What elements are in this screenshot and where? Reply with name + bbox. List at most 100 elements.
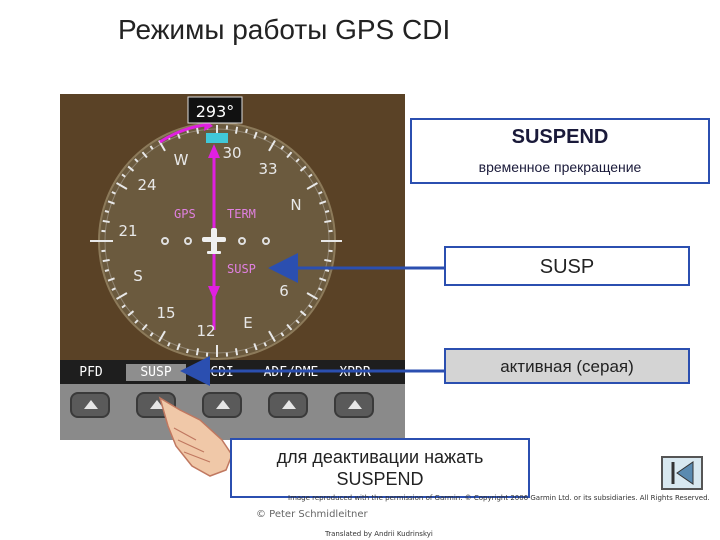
compass-tick <box>195 348 200 356</box>
callout-suspend-title: SUSPEND <box>511 126 609 148</box>
slide-title: Режимы работы GPS CDI <box>118 14 451 45</box>
compass-tick <box>176 343 181 351</box>
compass-tick <box>107 200 115 205</box>
compass-tick <box>306 292 318 300</box>
author-credit: © Peter Schmidleitner <box>256 509 368 520</box>
compass-tick <box>149 332 154 337</box>
compass-tick <box>295 319 300 324</box>
compass-tick <box>102 258 110 263</box>
compass-tick <box>141 151 148 159</box>
compass-tick <box>299 310 307 317</box>
garmin-credit: Image reproduced with the permission of … <box>288 494 710 502</box>
compass-tick <box>234 126 239 134</box>
compass-tick <box>306 182 318 190</box>
callout-suspend-desc: временное прекращение <box>478 159 642 175</box>
compass-tick <box>234 348 239 356</box>
compass-label-n: N <box>290 196 301 214</box>
softkey-pfd[interactable]: PFD <box>79 365 103 380</box>
compass-tick <box>134 158 139 163</box>
triangle-up-icon <box>216 400 230 409</box>
bezel-button-3[interactable] <box>202 392 242 418</box>
bezel-button-1[interactable] <box>70 392 110 418</box>
triangle-up-icon <box>282 400 296 409</box>
compass-tick <box>121 173 126 178</box>
compass-tick <box>158 330 166 342</box>
gps-mode-label: GPS <box>174 207 196 221</box>
term-mode-label: TERM <box>227 207 256 221</box>
callout-deactivate: для деактивации нажать SUSPEND <box>230 438 530 498</box>
compass-tick <box>295 158 300 163</box>
compass-tick <box>324 269 330 272</box>
heading-bug <box>206 133 228 143</box>
compass-tick <box>104 269 110 272</box>
course-arrow-down <box>208 286 220 300</box>
compass-tick <box>149 145 154 150</box>
compass-tick <box>324 219 332 224</box>
callout-suspend: SUSPEND временное прекращение <box>410 118 710 184</box>
compass-tick <box>111 287 116 291</box>
compass-tick <box>186 348 189 354</box>
aircraft-icon <box>202 228 226 254</box>
susp-annunciator: SUSP <box>227 262 256 276</box>
compass-tick <box>263 342 267 347</box>
softkey-susp[interactable]: SUSP <box>126 364 186 381</box>
compass-tick <box>308 173 313 178</box>
compass-tick <box>268 140 276 152</box>
compass-tick <box>280 332 285 337</box>
compass-label-e: E <box>243 314 252 332</box>
compass-tick <box>253 343 258 351</box>
compass-label-15: 15 <box>156 304 175 322</box>
compass-tick <box>268 330 276 342</box>
compass-tick <box>167 342 171 347</box>
pointing-hand-icon <box>158 396 233 477</box>
compass-label-21: 21 <box>118 222 137 240</box>
deviation-dots <box>161 237 270 245</box>
compass-tick <box>127 310 135 317</box>
compass-tick <box>116 292 128 300</box>
compass-label-w: W <box>174 151 189 169</box>
compass-tick <box>318 287 323 291</box>
turn-arc <box>159 123 206 144</box>
bezel-button-4[interactable] <box>268 392 308 418</box>
bezel-button-5[interactable] <box>334 392 374 418</box>
compass-label-33: 33 <box>258 160 277 178</box>
compass-tick <box>286 323 293 331</box>
triangle-up-icon <box>84 400 98 409</box>
compass-tick <box>245 128 248 134</box>
compass-label-30: 30 <box>222 144 241 162</box>
compass-tick <box>253 131 258 139</box>
triangle-up-icon <box>150 400 164 409</box>
compass-tick <box>104 210 110 213</box>
compass-label-24: 24 <box>137 176 156 194</box>
compass-tick <box>111 191 116 195</box>
compass-tick <box>141 323 148 331</box>
translator-credit: Translated by Andrii Kudrinskyi <box>325 530 433 538</box>
compass-tick <box>134 319 139 324</box>
compass-label-s: S <box>133 267 143 285</box>
nav-back-icon[interactable] <box>661 456 703 490</box>
compass-tick <box>324 258 332 263</box>
compass-tick <box>286 151 293 159</box>
triangle-up-icon <box>348 400 362 409</box>
compass-tick <box>245 348 248 354</box>
compass-tick <box>280 145 285 150</box>
heading-readout: 293° <box>196 102 235 121</box>
compass-tick <box>127 165 135 172</box>
compass-tick <box>121 304 126 309</box>
compass-tick <box>107 277 115 282</box>
compass-tick <box>308 304 313 309</box>
compass-tick <box>299 165 307 172</box>
course-arrow-up <box>208 144 220 158</box>
compass-tick <box>263 135 267 140</box>
heading-box <box>187 96 243 124</box>
compass-tick <box>318 191 323 195</box>
compass-tick <box>116 182 128 190</box>
callout-active: активная (серая) <box>444 348 690 384</box>
compass-tick <box>319 200 327 205</box>
compass-tick <box>319 277 327 282</box>
compass-tick <box>158 140 166 152</box>
compass-tick <box>324 210 330 213</box>
